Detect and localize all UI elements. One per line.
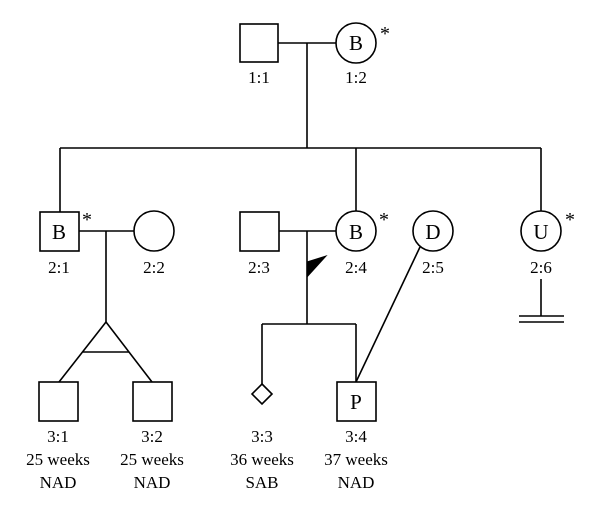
individual-3-2-label: 3:2: [141, 427, 163, 446]
individual-2-4-female: [335, 210, 377, 252]
individual-2-5-letter: D: [425, 220, 440, 244]
individual-3-4-male: [336, 381, 377, 422]
individual-3-2-status: NAD: [134, 473, 171, 492]
individual-2-4-label: 2:4: [345, 258, 367, 277]
consanguinity-marker-icon: [306, 254, 328, 279]
individual-3-1-gestation: 25 weeks: [26, 450, 90, 469]
individual-2-4-asterisk: *: [379, 209, 389, 231]
individual-2-4-letter: B: [349, 220, 363, 244]
individual-2-1-letter: B: [52, 220, 66, 244]
individual-3-3-status: SAB: [245, 473, 278, 492]
individual-2-6-asterisk: *: [565, 209, 575, 231]
individual-3-3-gestation: 36 weeks: [230, 450, 294, 469]
individual-2-6-letter: U: [533, 220, 548, 244]
twin-line-left: [58, 321, 107, 383]
individual-3-2-male: [132, 381, 173, 422]
individual-3-3-label: 3:3: [251, 427, 273, 446]
individual-1-2-asterisk: *: [380, 23, 390, 45]
individual-2-2-female: [133, 210, 175, 252]
individual-3-1-label: 3:1: [47, 427, 69, 446]
individual-1-1-male: [239, 23, 279, 63]
individual-1-2-female: [335, 22, 377, 64]
individual-2-1-asterisk: *: [82, 209, 92, 231]
individual-3-2-gestation: 25 weeks: [120, 450, 184, 469]
individual-2-3-label: 2:3: [248, 258, 270, 277]
individual-2-1-label: 2:1: [48, 258, 70, 277]
individual-2-5-female: [412, 210, 454, 252]
individual-3-4-label: 3:4: [345, 427, 367, 446]
individual-3-4-gestation: 37 weeks: [324, 450, 388, 469]
individual-2-2-label: 2:2: [143, 258, 165, 277]
individual-1-2-letter: B: [349, 31, 363, 55]
individual-3-4-status: NAD: [338, 473, 375, 492]
individual-1-2-label: 1:2: [345, 68, 367, 87]
individual-2-6-label: 2:6: [530, 258, 552, 277]
individual-2-3-male: [239, 211, 280, 252]
individual-3-1-male: [38, 381, 79, 422]
individual-2-6-female: [520, 210, 562, 252]
individual-3-4-letter: P: [350, 390, 362, 414]
individual-2-5-label: 2:5: [422, 258, 444, 277]
mating-line-2-5-3-4: [355, 246, 421, 383]
individual-3-3-pregnancy-diamond: [250, 382, 274, 406]
individual-3-1-status: NAD: [40, 473, 77, 492]
individual-1-1-label: 1:1: [248, 68, 270, 87]
